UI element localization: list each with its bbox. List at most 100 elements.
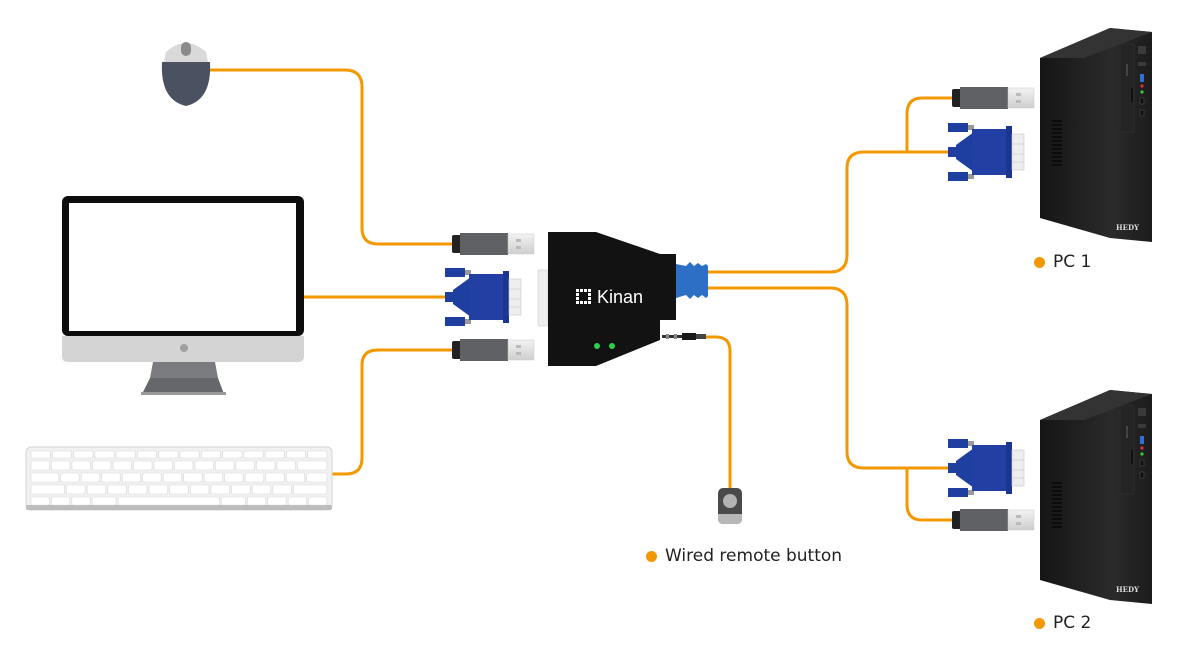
keyboard-key: [91, 496, 117, 506]
keyboard-key: [51, 496, 71, 506]
switch-brand: Kinan: [597, 287, 643, 307]
keyboard-key: [190, 484, 210, 495]
keyboard-key: [153, 460, 173, 471]
keyboard-key: [121, 472, 141, 483]
keyboard-key: [285, 472, 306, 483]
cable-switch-pc1: [706, 150, 952, 274]
cable-mouse: [205, 68, 457, 246]
keyboard-key: [244, 472, 264, 483]
cable-pc1-usb: [905, 96, 957, 154]
keyboard-key: [66, 484, 86, 495]
pc1-vga-plug: [947, 122, 1025, 182]
keyboard-key: [86, 484, 107, 495]
keyboard-key: [210, 484, 230, 495]
remote-audio-jack: [662, 333, 706, 340]
keyboard-key: [203, 472, 223, 483]
bullet-dot-icon: [646, 550, 657, 562]
keyboard-key: [71, 496, 91, 506]
pc2-vga-plug: [947, 438, 1025, 498]
switch-port-blue: [676, 262, 708, 299]
pc1-brand: HEDY: [1116, 223, 1140, 232]
keyboard-key: [94, 450, 115, 459]
keyboard-key: [30, 472, 60, 483]
keyboard-key: [286, 450, 306, 459]
pc1-usb-plug: [951, 86, 1035, 110]
wired-remote-button: [718, 488, 742, 524]
keyboard-key: [306, 472, 328, 483]
mouse-usb-plug: [451, 232, 535, 256]
cable-keyboard: [330, 348, 457, 476]
keyboard-key: [256, 460, 276, 471]
keyboard-key: [297, 460, 328, 471]
keyboard-key: [221, 496, 246, 506]
keyboard-key: [92, 460, 112, 471]
pc2-label: PC 2: [1034, 613, 1091, 633]
keyboard-key: [264, 450, 285, 459]
keyboard-key: [215, 460, 235, 471]
pc2-brand: HEDY: [1116, 585, 1140, 594]
pc2-tower: HEDY: [1039, 389, 1153, 605]
bullet-dot-icon: [1034, 256, 1045, 268]
keyboard-key: [30, 450, 51, 459]
kinan-logo-icon: [576, 289, 591, 304]
keyboard-key: [287, 496, 307, 506]
keyboard-key: [60, 472, 80, 483]
keyboard-key: [169, 484, 189, 495]
keyboard-key: [174, 460, 194, 471]
keyboard-key: [51, 450, 72, 459]
keyboard-key: [162, 472, 182, 483]
keyboard-key: [112, 460, 132, 471]
keyboard-usb-plug: [451, 338, 535, 362]
cable-remote: [704, 335, 732, 492]
cable-switch-pc2: [706, 286, 952, 470]
keyboard-key: [243, 450, 264, 459]
pc1-tower: HEDY: [1039, 27, 1153, 243]
keyboard-key: [308, 496, 328, 506]
keyboard-key: [148, 484, 169, 495]
keyboard-key: [80, 472, 100, 483]
mouse: [161, 42, 211, 106]
keyboard-key: [51, 460, 71, 471]
remote-label-text: Wired remote button: [665, 546, 843, 566]
keyboard-key: [142, 472, 162, 483]
keyboard-key: [30, 496, 50, 506]
keyboard-key: [235, 460, 255, 471]
keyboard-key: [222, 450, 243, 459]
keyboard-key: [179, 450, 200, 459]
keyboard-key: [128, 484, 148, 495]
keyboard-key: [194, 460, 214, 471]
kvm-switch: Kinan: [537, 232, 708, 366]
keyboard-key: [293, 484, 328, 495]
pc1-label-text: PC 1: [1053, 252, 1092, 272]
led-2: [609, 343, 615, 349]
monitor: [62, 196, 304, 395]
pc1-label: PC 1: [1034, 252, 1091, 272]
bullet-dot-icon: [1034, 617, 1045, 629]
cable-pc2-usb: [905, 466, 957, 522]
keyboard-key: [307, 450, 328, 459]
keyboard-key: [117, 496, 220, 506]
pc2-label-text: PC 2: [1053, 613, 1092, 633]
keyboard-key: [137, 450, 157, 459]
keyboard-key: [71, 460, 91, 471]
led-1: [594, 343, 600, 349]
keyboard-key: [201, 450, 221, 459]
keyboard-key: [115, 450, 136, 459]
monitor-vga-plug: [444, 267, 522, 327]
keyboard-key: [101, 472, 121, 483]
keyboard-key: [30, 484, 65, 495]
cables: [205, 68, 957, 522]
keyboard-key: [183, 472, 203, 483]
keyboard-key: [251, 484, 272, 495]
keyboard: [25, 446, 333, 511]
keyboard-key: [30, 460, 50, 471]
remote-label: Wired remote button: [646, 546, 842, 566]
keyboard-key: [231, 484, 251, 495]
keyboard-key: [133, 460, 153, 471]
keyboard-key: [158, 450, 179, 459]
keyboard-key: [224, 472, 244, 483]
keyboard-key: [247, 496, 267, 506]
keyboard-key: [107, 484, 127, 495]
keyboard-key: [272, 484, 292, 495]
